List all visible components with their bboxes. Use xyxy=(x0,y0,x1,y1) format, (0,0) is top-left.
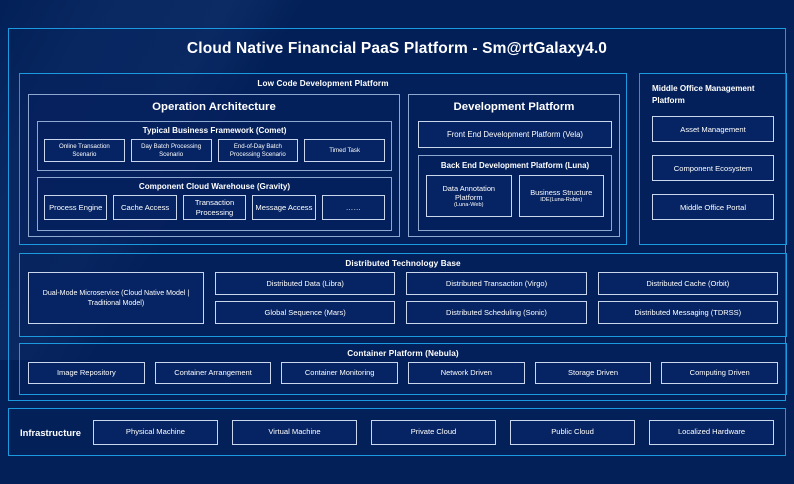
chip-global-sequence-mars[interactable]: Global Sequence (Mars) xyxy=(215,301,396,324)
chip-public-cloud[interactable]: Public Cloud xyxy=(510,419,636,445)
chip-row-container-platform: Image Repository Container Arrangement C… xyxy=(20,358,786,384)
chip-container-monitoring[interactable]: Container Monitoring xyxy=(281,362,399,384)
chip-cache-access[interactable]: Cache Access xyxy=(113,195,177,220)
chip-day-batch-processing-scenario[interactable]: Day Batch Processing Scenario xyxy=(130,139,212,162)
chip-row-back-end: Data Annotation Platform (Luna-Web) Busi… xyxy=(419,170,611,217)
panel-operation-architecture: Operation Architecture Typical Business … xyxy=(28,94,400,237)
section-middle-office-management-platform: Middle Office Management Platform Asset … xyxy=(639,73,787,245)
chip-column-middle-office: Asset Management Component Ecosystem Mid… xyxy=(640,106,786,221)
chip-row-infrastructure: Physical Machine Virtual Machine Private… xyxy=(92,419,785,445)
section-distributed-technology-base: Distributed Technology Base Dual-Mode Mi… xyxy=(19,253,787,337)
chip-process-engine[interactable]: Process Engine xyxy=(44,195,108,220)
chip-localized-hardware[interactable]: Localized Hardware xyxy=(649,419,775,445)
chip-distributed-transaction-virgo[interactable]: Distributed Transaction (Virgo) xyxy=(406,272,587,295)
chip-end-of-day-batch-processing-scenario[interactable]: End-of-Day Batch Processing Scenario xyxy=(217,139,299,162)
chip-asset-management[interactable]: Asset Management xyxy=(652,116,774,143)
platform-outer-frame: Cloud Native Financial PaaS Platform - S… xyxy=(8,28,787,401)
chip-distributed-cache-orbit[interactable]: Distributed Cache (Orbit) xyxy=(597,272,778,295)
column-distributed-data: Distributed Data (Libra) Global Sequence… xyxy=(215,272,396,324)
chip-business-structure-ide[interactable]: Business Structure IDE(Luna-Robin) xyxy=(518,175,604,217)
chip-physical-machine[interactable]: Physical Machine xyxy=(92,419,218,445)
chip-container-arrangement[interactable]: Container Arrangement xyxy=(154,362,272,384)
section-title-infrastructure: Infrastructure xyxy=(20,426,81,438)
section-title-distributed-technology-base: Distributed Technology Base xyxy=(345,259,461,268)
chip-sublabel-luna-robin: IDE(Luna-Robin) xyxy=(540,197,583,204)
chip-online-transaction-scenario[interactable]: Online Transaction Scenario xyxy=(44,139,125,162)
chip-transaction-processing[interactable]: Transaction Processing xyxy=(182,195,247,220)
panel-component-cloud-warehouse: Component Cloud Warehouse (Gravity) Proc… xyxy=(37,177,392,231)
chip-data-annotation-platform[interactable]: Data Annotation Platform (Luna-Web) xyxy=(426,175,512,217)
panel-development-platform: Development Platform Front End Developme… xyxy=(408,94,620,237)
page-title: Cloud Native Financial PaaS Platform - S… xyxy=(186,40,608,57)
section-title-container-platform: Container Platform (Nebula) xyxy=(347,349,459,358)
chip-label-business-structure: Business Structure xyxy=(530,188,593,198)
chip-computing-driven[interactable]: Computing Driven xyxy=(661,362,779,384)
panel-title-back-end-development-platform: Back End Development Platform (Luna) xyxy=(440,161,590,170)
chip-private-cloud[interactable]: Private Cloud xyxy=(370,419,496,445)
panel-typical-business-framework: Typical Business Framework (Comet) Onlin… xyxy=(37,121,392,171)
chip-label-data-annotation-platform: Data Annotation Platform xyxy=(442,183,496,202)
chip-front-end-development-platform[interactable]: Front End Development Platform (Vela) xyxy=(418,121,612,148)
chip-message-access[interactable]: Message Access xyxy=(252,195,316,220)
chip-row-typical-business-framework: Online Transaction Scenario Day Batch Pr… xyxy=(38,135,391,162)
chip-storage-driven[interactable]: Storage Driven xyxy=(534,362,652,384)
distributed-technology-columns: Distributed Data (Libra) Global Sequence… xyxy=(215,272,778,324)
panel-title-operation-architecture: Operation Architecture xyxy=(152,101,276,113)
section-container-platform: Container Platform (Nebula) Image Reposi… xyxy=(19,343,787,395)
panel-title-typical-business-framework: Typical Business Framework (Comet) xyxy=(142,126,287,135)
panel-title-development-platform: Development Platform xyxy=(453,101,575,113)
chip-virtual-machine[interactable]: Virtual Machine xyxy=(231,419,357,445)
panel-back-end-development-platform: Back End Development Platform (Luna) Dat… xyxy=(418,155,612,231)
chip-more-ellipsis[interactable]: …… xyxy=(321,195,386,220)
chip-dual-mode-microservice[interactable]: Dual-Mode Microservice (Cloud Native Mod… xyxy=(28,272,204,324)
section-title-low-code: Low Code Development Platform xyxy=(257,79,389,88)
chip-component-ecosystem[interactable]: Component Ecosystem xyxy=(652,155,774,182)
chip-distributed-scheduling-sonic[interactable]: Distributed Scheduling (Sonic) xyxy=(406,301,587,324)
distributed-technology-base-body: Dual-Mode Microservice (Cloud Native Mod… xyxy=(20,268,786,324)
chip-middle-office-portal[interactable]: Middle Office Portal xyxy=(652,194,774,221)
column-distributed-transaction: Distributed Transaction (Virgo) Distribu… xyxy=(406,272,587,324)
section-infrastructure: Infrastructure Physical Machine Virtual … xyxy=(8,408,786,456)
chip-sublabel-luna-web: (Luna-Web) xyxy=(454,201,484,208)
chip-network-driven[interactable]: Network Driven xyxy=(408,362,525,384)
section-low-code-development-platform: Low Code Development Platform Operation … xyxy=(19,73,627,245)
column-distributed-cache: Distributed Cache (Orbit) Distributed Me… xyxy=(597,272,778,324)
section-title-middle-office: Middle Office Management Platform xyxy=(652,84,755,105)
chip-distributed-messaging-tdrss[interactable]: Distributed Messaging (TDRSS) xyxy=(597,301,778,324)
chip-row-component-cloud-warehouse: Process Engine Cache Access Transaction … xyxy=(38,191,391,220)
panel-title-component-cloud-warehouse: Component Cloud Warehouse (Gravity) xyxy=(138,182,291,191)
chip-distributed-data-libra[interactable]: Distributed Data (Libra) xyxy=(215,272,396,295)
chip-image-repository[interactable]: Image Repository xyxy=(28,362,145,384)
chip-timed-task[interactable]: Timed Task xyxy=(304,139,385,162)
